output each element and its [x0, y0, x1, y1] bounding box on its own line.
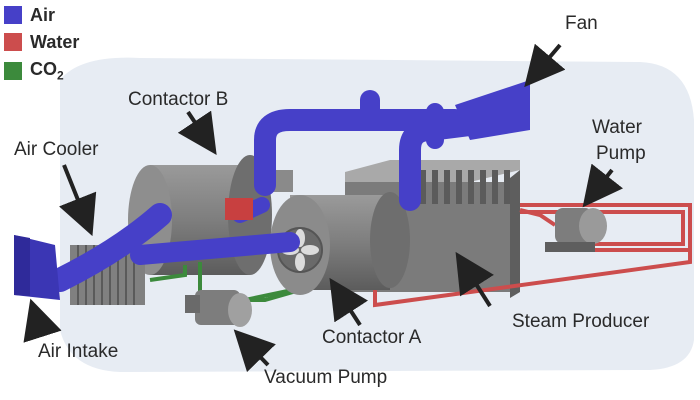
legend-co2-label: CO2	[30, 59, 64, 83]
legend-water-label: Water	[30, 32, 80, 52]
legend-co2-swatch	[4, 61, 22, 80]
legend-air: Air	[4, 6, 55, 24]
label-fan: Fan	[565, 13, 598, 34]
vacuum-pump	[185, 290, 252, 327]
label-water-pump-line1: Water	[592, 117, 642, 138]
label-steam-producer: Steam Producer	[512, 311, 650, 332]
arrow-water-pump	[582, 163, 624, 208]
label-air-cooler: Air Cooler	[14, 139, 99, 160]
pointer-arrows	[23, 43, 624, 373]
valve	[225, 198, 253, 220]
label-air-intake: Air Intake	[38, 341, 119, 362]
label-water-pump-line2: Pump	[596, 143, 646, 164]
arrow-contactor-b	[177, 110, 217, 155]
legend-water: Water	[4, 33, 79, 51]
arrow-steam-producer	[455, 251, 494, 308]
legend-air-swatch	[4, 6, 22, 24]
arrow-contactor-a	[329, 277, 369, 327]
steam-producer-vents	[420, 170, 510, 204]
label-vacuum-pump: Vacuum Pump	[264, 367, 388, 388]
label-contactor-b: Contactor B	[128, 89, 229, 110]
arrow-vacuum-pump	[233, 329, 276, 373]
air-intake-grille	[14, 235, 30, 296]
label-contactor-a: Contactor A	[322, 327, 422, 348]
fan-housing	[455, 80, 530, 140]
legend-air-label: Air	[30, 5, 56, 25]
contactor-a	[270, 192, 410, 295]
legend-co2: CO2	[4, 60, 64, 82]
water-pump	[545, 208, 607, 252]
legend-water-swatch	[4, 33, 22, 51]
arrow-air-intake	[23, 298, 62, 343]
arrow-air-cooler	[59, 164, 97, 237]
arrow-fan	[524, 43, 566, 88]
